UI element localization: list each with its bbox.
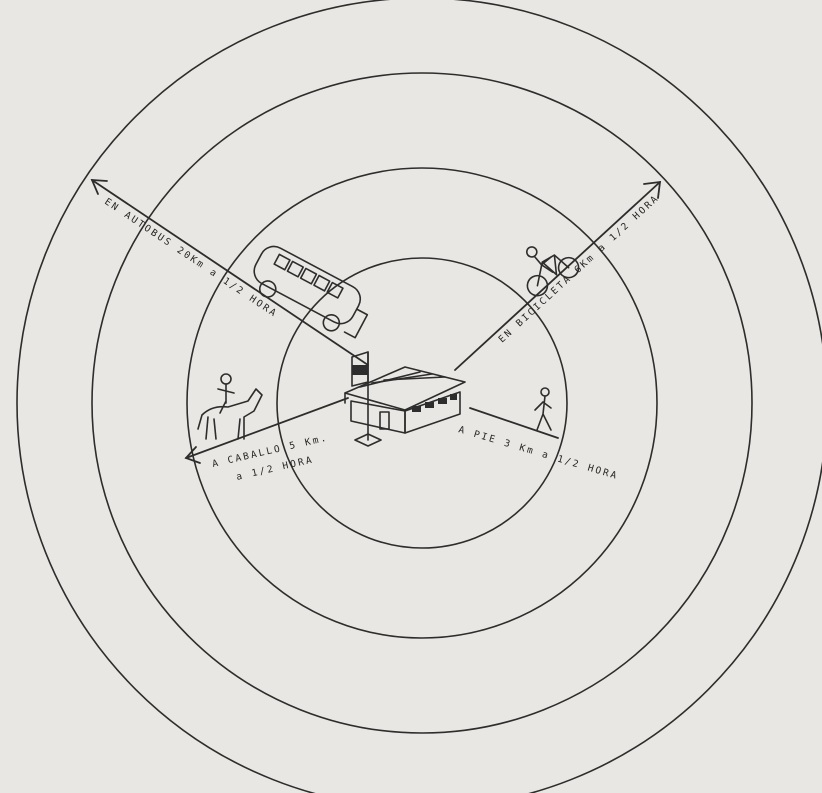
bus-route-label: EN AUTOBUS 20Km a 1/2 HORA [102, 196, 279, 320]
ring-third [92, 73, 752, 733]
bicycle-icon [510, 231, 582, 300]
distance-rings [17, 0, 822, 793]
bus-icon [245, 242, 376, 343]
school-building-icon [345, 367, 465, 433]
bicycle-route-label: EN BICICLETA 6Km a 1/2 HORA [497, 193, 662, 346]
route-lines [92, 180, 660, 463]
ring-inner [277, 258, 567, 548]
horse-rider-icon [198, 374, 262, 439]
foot-route-label: A PIE 3 Km a 1/2 HORA [457, 424, 620, 482]
walking-person-icon [535, 388, 551, 430]
ring-outer [17, 0, 822, 793]
